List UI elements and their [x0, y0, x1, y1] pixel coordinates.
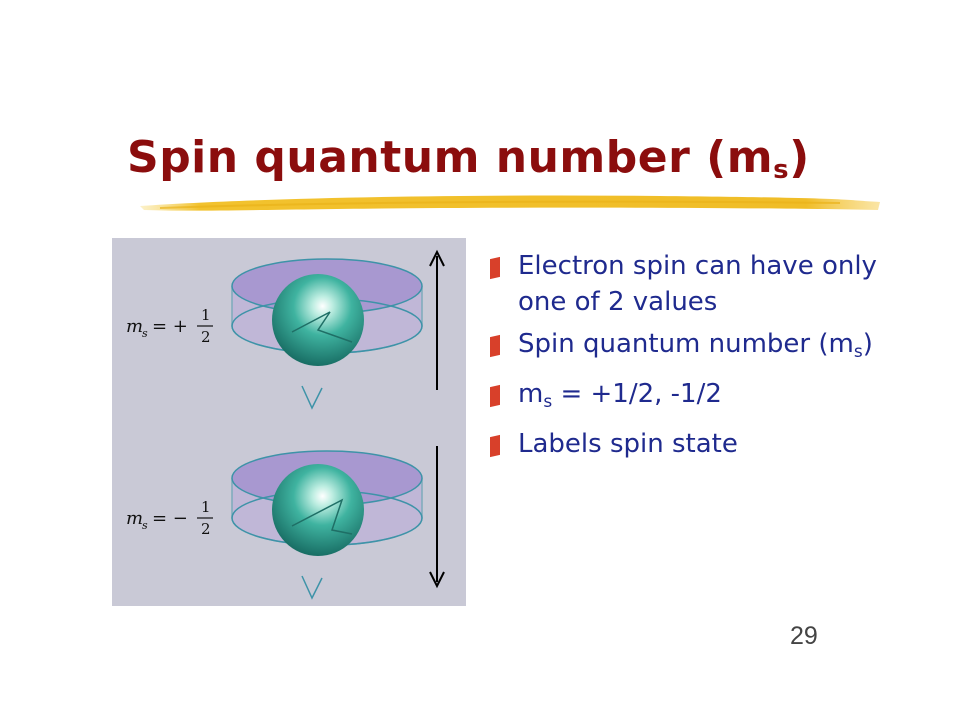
page-number: 29	[790, 622, 818, 650]
electron-sphere-down	[272, 464, 364, 556]
up-arrow-icon	[429, 249, 445, 267]
label-up-sign: = +	[152, 316, 188, 337]
down-arrow-icon	[429, 571, 445, 589]
electron-sphere-up	[272, 274, 364, 366]
title-close-paren: )	[789, 132, 810, 183]
title-text: Spin quantum number (m	[127, 132, 774, 183]
title-subscript: s	[773, 155, 790, 185]
label-up-denominator: 2	[201, 328, 211, 346]
label-up-m: m	[126, 316, 143, 337]
rotation-arrow-up	[301, 385, 323, 410]
label-down-m: m	[126, 508, 143, 529]
bullet-marker-icon	[490, 434, 500, 458]
bullet-list: Electron spin can have only one of 2 val…	[488, 248, 908, 468]
bullet-text: m	[518, 379, 544, 409]
bullet-text: Electron spin can have only one of 2 val…	[518, 251, 877, 317]
label-down-numerator: 1	[201, 498, 211, 516]
bullet-text: Spin quantum number (m	[518, 329, 854, 359]
bullet-item: Labels spin state	[488, 426, 908, 462]
bullet-item: Spin quantum number (ms)	[488, 326, 908, 370]
label-down-sub: s	[142, 519, 148, 532]
slide-title: Spin quantum number (ms)	[127, 136, 810, 185]
bullet-item: Electron spin can have only one of 2 val…	[488, 248, 908, 320]
bullet-item: ms = +1/2, -1/2	[488, 376, 908, 420]
bullet-marker-icon	[490, 256, 500, 280]
bullet-text-values: = +1/2, -1/2	[552, 379, 722, 409]
bullet-text-close: )	[862, 329, 873, 359]
label-down-denominator: 2	[201, 520, 211, 538]
rotation-arrow-down	[301, 575, 323, 600]
bullet-marker-icon	[490, 384, 500, 408]
label-up-numerator: 1	[201, 306, 211, 324]
electron-spin-figure: m s = + 1 2 m s = − 1	[112, 238, 466, 606]
title-underline-brush	[140, 195, 880, 211]
label-up-sub: s	[142, 327, 148, 340]
spin-up-diagram: m s = + 1 2	[126, 249, 445, 410]
bullet-marker-icon	[490, 334, 500, 358]
bullet-text: Labels spin state	[518, 429, 738, 459]
spin-down-diagram: m s = − 1 2	[126, 446, 445, 600]
label-down-sign: = −	[152, 508, 188, 529]
bullet-subscript: s	[543, 392, 553, 412]
bullet-subscript: s	[853, 342, 863, 362]
